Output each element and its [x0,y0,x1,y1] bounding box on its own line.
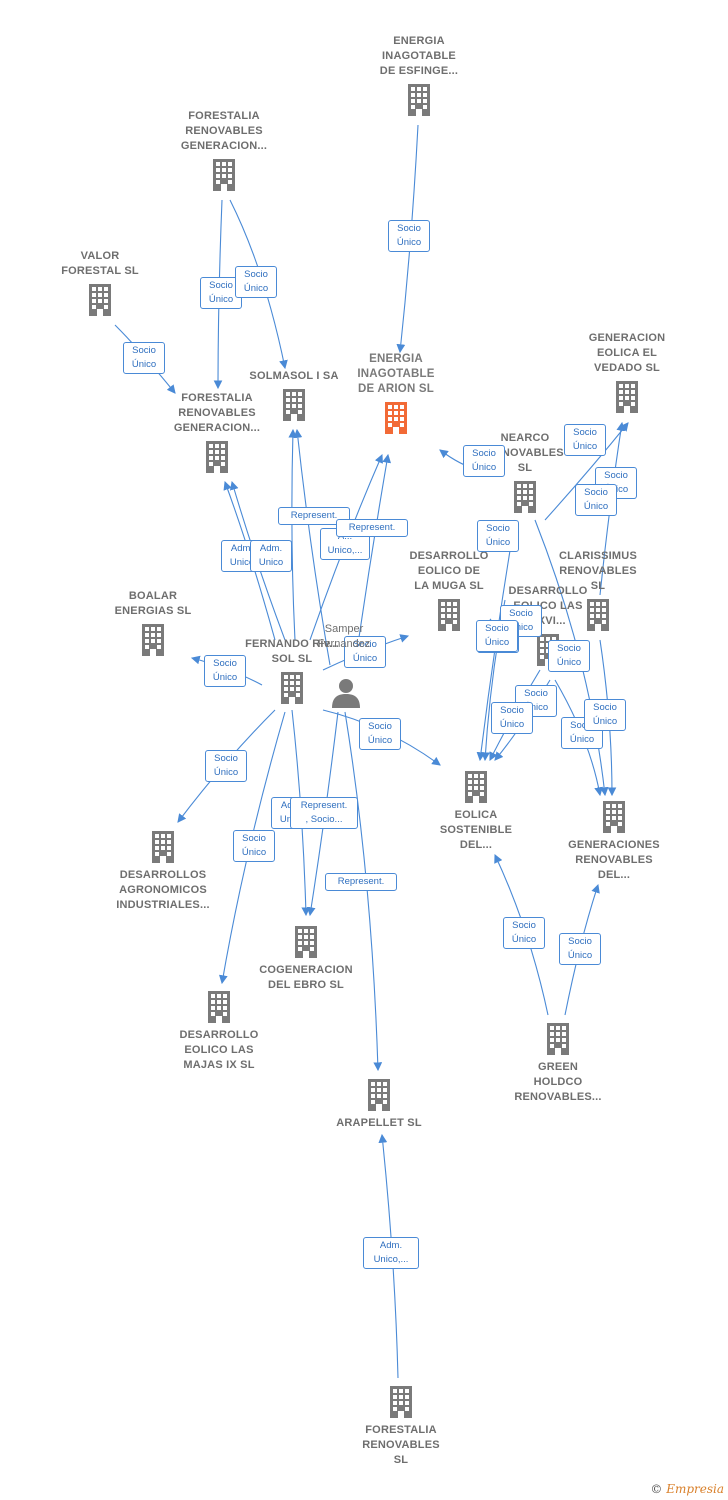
edge-relation-label[interactable]: Socio Único [344,636,386,668]
building-icon[interactable] [137,623,169,657]
node-label-solmasol[interactable]: SOLMASOL I SA [249,370,339,382]
edge-fernando-solmasol [288,428,298,641]
edge-relation-label[interactable]: Socio Único [233,830,275,862]
person-label: Samper Fernandez [317,623,371,650]
node-label-generacion_vedado[interactable]: GENERACION EOLICA EL VEDADO SL [588,332,666,374]
edge-relation-label[interactable]: Represent. [336,519,408,537]
edge-relation-label[interactable]: Socio Único [123,342,165,374]
edge-relation-label[interactable]: Socio Único [491,702,533,734]
building-icon[interactable] [363,1078,395,1112]
edge-relation-label[interactable]: Socio Único [559,933,601,965]
edge-relation-label[interactable]: Adm. Unico [250,540,292,572]
building-icon[interactable] [203,990,235,1024]
edge-relation-label[interactable]: Adm. Unico,... [363,1237,419,1269]
brand-logo[interactable]: Empresia [666,1482,724,1496]
edge-relation-label[interactable]: Represent. [325,873,397,891]
node-label-fernando[interactable]: FERNANDO Riv... SOL SL [245,638,339,665]
building-icon[interactable] [290,925,322,959]
node-label-forestalia_mid[interactable]: FORESTALIA RENOVABLES GENERACION... [173,392,261,434]
building-icon[interactable] [385,1385,417,1419]
node-label-esfinge[interactable]: ENERGIA INAGOTABLE DE ESFINGE... [379,35,459,77]
building-icon[interactable] [598,800,630,834]
node-label-arapellet[interactable]: ARAPELLET SL [336,1117,422,1129]
edge-relation-label[interactable]: Socio Único [359,718,401,750]
edge-relation-label[interactable]: Socio Único [564,424,606,456]
node-label-cogeneracion[interactable]: COGENERACION DEL EBRO SL [259,964,353,991]
copyright-symbol: © [650,1482,663,1496]
building-icon[interactable] [276,671,308,705]
node-label-desarrollos_agro[interactable]: DESARROLLOS AGRONOMICOS INDUSTRIALES... [116,869,210,911]
node-label-generaciones_renovables[interactable]: GENERACIONES RENOVABLES DEL... [568,839,660,881]
node-label-desarrollo_muga[interactable]: DESARROLLO EOLICO DE LA MUGA SL [409,550,489,592]
building-icon[interactable] [542,1022,574,1056]
edge-person-arapellet [344,711,383,1072]
node-label-green_holdco[interactable]: GREEN HOLDCO RENOVABLES... [514,1061,602,1103]
building-icon[interactable] [460,770,492,804]
footer-credit: © Empresia [650,1482,724,1496]
node-label-arion[interactable]: ENERGIA INAGOTABLE DE ARION SL [357,353,435,395]
edge-relation-label[interactable]: Socio Único [477,520,519,552]
edge-relation-label[interactable]: Socio Único [463,445,505,477]
building-icon[interactable] [380,401,412,435]
edges [114,124,629,1379]
edge-relation-label[interactable]: Socio Único [575,484,617,516]
edge-person-solmasol [293,428,331,666]
node-label-valor[interactable]: VALOR FORESTAL SL [61,250,139,277]
node-label-forestalia_top[interactable]: FORESTALIA RENOVABLES GENERACION... [180,110,268,152]
edge-relation-label[interactable]: Socio Único [205,750,247,782]
building-icon[interactable] [208,158,240,192]
edge-relation-label[interactable]: Socio Único [204,655,246,687]
edge-nearco-vedado [544,422,629,521]
edge-relation-label[interactable]: Socio Único [584,699,626,731]
building-icon[interactable] [509,480,541,514]
edge-relation-label[interactable]: Socio Único [503,917,545,949]
node-label-nearco[interactable]: NEARCO RENOVABLES SL [486,432,564,474]
edge-relation-label[interactable]: Represent. [278,507,350,525]
building-icon[interactable] [84,283,116,317]
building-icon[interactable] [582,598,614,632]
node-label-boalar[interactable]: BOALAR ENERGIAS SL [114,590,192,617]
building-icon[interactable] [611,380,643,414]
edge-relation-label[interactable]: Socio Único [235,266,277,298]
edge-relation-label[interactable]: Socio Único [548,640,590,672]
building-icon[interactable] [403,83,435,117]
node-label-forestalia_bottom[interactable]: FORESTALIA RENOVABLES SL [362,1424,440,1466]
building-icon[interactable] [433,598,465,632]
node-label-eolica_sostenible[interactable]: EOLICA SOSTENIBLE DEL... [439,809,513,851]
edge-relation-label[interactable]: Represent. , Socio... [290,797,358,829]
person-icon[interactable] [330,676,362,710]
edge-relation-label[interactable]: Socio Único [388,220,430,252]
node-label-desarrollo_majas[interactable]: DESARROLLO EOLICO LAS MAJAS IX SL [179,1029,259,1071]
edge-relation-label[interactable]: Socio Único [476,620,518,652]
building-icon[interactable] [147,830,179,864]
building-icon[interactable] [278,388,310,422]
building-icon[interactable] [201,440,233,474]
node-label-clarissimus[interactable]: CLARISSIMUS RENOVABLES SL [559,550,637,592]
